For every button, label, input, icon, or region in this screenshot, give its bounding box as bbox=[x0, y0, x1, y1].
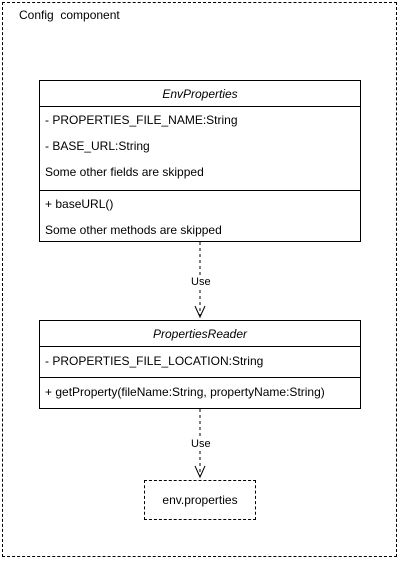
methods-section: + getProperty(fileName:String, propertyN… bbox=[40, 378, 360, 408]
method-base-url: + baseURL() bbox=[45, 197, 114, 211]
frame-title: Config component bbox=[19, 8, 120, 22]
class-properties-reader[interactable]: PropertiesReader - PROPERTIES_FILE_LOCAT… bbox=[39, 320, 361, 409]
field-skipped-note: Some other fields are skipped bbox=[45, 165, 204, 179]
use-label-reader-to-file: Use bbox=[190, 438, 212, 451]
class-name-env-properties: EnvProperties bbox=[40, 81, 360, 107]
field-base-url: - BASE_URL:String bbox=[45, 139, 150, 153]
use-label-env-to-reader: Use bbox=[190, 276, 212, 289]
method-skipped-note: Some other methods are skipped bbox=[45, 223, 222, 237]
field-properties-file-name: - PROPERTIES_FILE_NAME:String bbox=[45, 113, 238, 127]
class-name-properties-reader: PropertiesReader bbox=[40, 321, 360, 347]
arrowhead-reader-to-file bbox=[194, 465, 206, 479]
config-component-frame bbox=[2, 2, 397, 557]
class-env-properties[interactable]: EnvProperties - PROPERTIES_FILE_NAME:Str… bbox=[39, 80, 361, 242]
fields-section: - PROPERTIES_FILE_LOCATION:String bbox=[40, 347, 360, 378]
env-properties-file[interactable]: env.properties bbox=[144, 480, 256, 520]
method-get-property: + getProperty(fileName:String, propertyN… bbox=[45, 385, 325, 399]
fields-section: - PROPERTIES_FILE_NAME:String - BASE_URL… bbox=[40, 107, 360, 191]
field-properties-file-location: - PROPERTIES_FILE_LOCATION:String bbox=[45, 354, 264, 368]
methods-section: + baseURL() Some other methods are skipp… bbox=[40, 191, 360, 241]
arrowhead-env-to-reader bbox=[194, 305, 206, 319]
